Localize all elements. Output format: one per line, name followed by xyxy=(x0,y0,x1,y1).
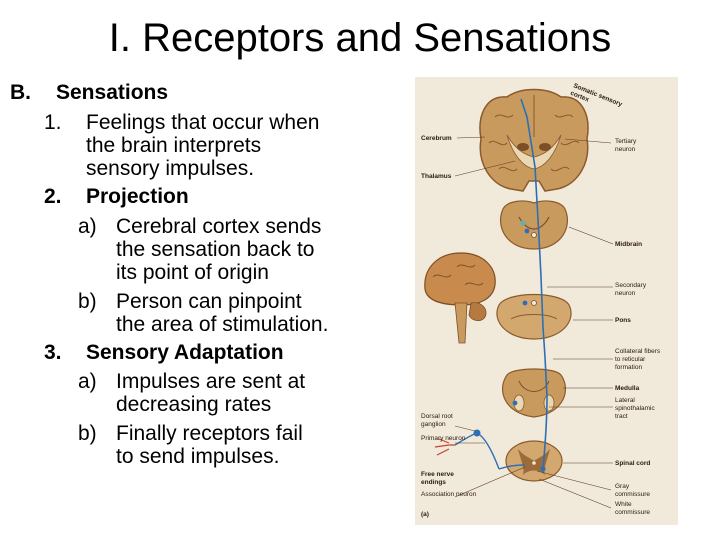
item-2b-marker: b) xyxy=(78,290,97,313)
item-3a-line-2: decreasing rates xyxy=(116,393,272,416)
label-gray-1: Gray xyxy=(615,483,630,490)
brain-sagittal-inset xyxy=(424,252,496,344)
label-thalamus: Thalamus xyxy=(421,173,452,180)
item-1-marker: 1. xyxy=(44,111,62,134)
label-lateral-2: spinothalamic xyxy=(615,405,655,412)
item-2-marker: 2. xyxy=(44,185,62,208)
item-2a-line-3: its point of origin xyxy=(116,261,269,284)
sensory-pathway-figure: Somatic sensory cortex Cerebrum Thalamus… xyxy=(415,77,678,525)
pons-section xyxy=(496,293,572,340)
label-free-nerve-1: Free nerve xyxy=(421,471,454,478)
label-dorsal-root-1: Dorsal root xyxy=(421,413,453,420)
section-marker: B. xyxy=(10,81,31,104)
free-nerve-endings-icon xyxy=(434,438,455,456)
item-2b-line-2: the area of stimulation. xyxy=(116,313,329,336)
item-3a-line-1: Impulses are sent at xyxy=(116,370,306,393)
item-2a-line-2: the sensation back to xyxy=(116,238,315,261)
label-spinal-cord: Spinal cord xyxy=(615,460,650,467)
item-1-line-2: the brain interprets xyxy=(86,134,262,157)
slide-title: I. Receptors and Sensations xyxy=(108,16,612,60)
item-3b-marker: b) xyxy=(78,422,97,445)
item-3-heading: Sensory Adaptation xyxy=(86,341,284,364)
label-pons: Pons xyxy=(615,317,631,324)
label-gray-2: commissure xyxy=(615,491,650,498)
label-white-1: White xyxy=(615,501,632,508)
item-3a-marker: a) xyxy=(78,370,97,393)
item-1-line-3: sensory impulses. xyxy=(86,157,255,180)
brain-coronal-section xyxy=(479,88,589,192)
label-dorsal-root-2: ganglion xyxy=(421,421,446,428)
item-2b-line-1: Person can pinpoint xyxy=(116,290,302,313)
item-3b-line-2: to send impulses. xyxy=(116,445,280,468)
label-cerebrum: Cerebrum xyxy=(421,135,452,142)
pathway-illustration: Somatic sensory cortex Cerebrum Thalamus… xyxy=(415,77,678,525)
label-panel: (a) xyxy=(421,511,429,518)
label-secondary-2: neuron xyxy=(615,290,636,297)
midbrain-section xyxy=(499,200,569,250)
label-midbrain: Midbrain xyxy=(615,241,642,248)
label-collateral-2: to reticular xyxy=(615,356,646,363)
label-white-2: commissure xyxy=(615,509,650,516)
label-primary-neuron: Primary neuron xyxy=(421,435,466,442)
item-3-marker: 3. xyxy=(44,341,62,364)
label-lateral-1: Lateral xyxy=(615,397,635,404)
item-2-heading: Projection xyxy=(86,185,189,208)
label-collateral-1: Collateral fibers xyxy=(615,348,661,355)
label-medulla: Medulla xyxy=(615,385,640,392)
item-1-line-1: Feelings that occur when xyxy=(86,111,320,134)
label-association-neuron: Association neuron xyxy=(421,491,477,498)
label-tertiary-1: Tertiary xyxy=(615,138,637,145)
item-2a-line-1: Cerebral cortex sends xyxy=(116,215,322,238)
label-free-nerve-2: endings xyxy=(421,479,446,486)
section-heading: Sensations xyxy=(56,81,169,104)
label-collateral-3: formation xyxy=(615,364,642,371)
item-2a-marker: a) xyxy=(78,215,97,238)
sensory-pathway xyxy=(434,98,548,472)
label-secondary-1: Secondary xyxy=(615,282,647,289)
item-3b-line-1: Finally receptors fail xyxy=(116,422,303,445)
leader-lines xyxy=(454,136,614,509)
label-lateral-3: tract xyxy=(615,413,628,420)
label-tertiary-2: neuron xyxy=(615,146,636,153)
